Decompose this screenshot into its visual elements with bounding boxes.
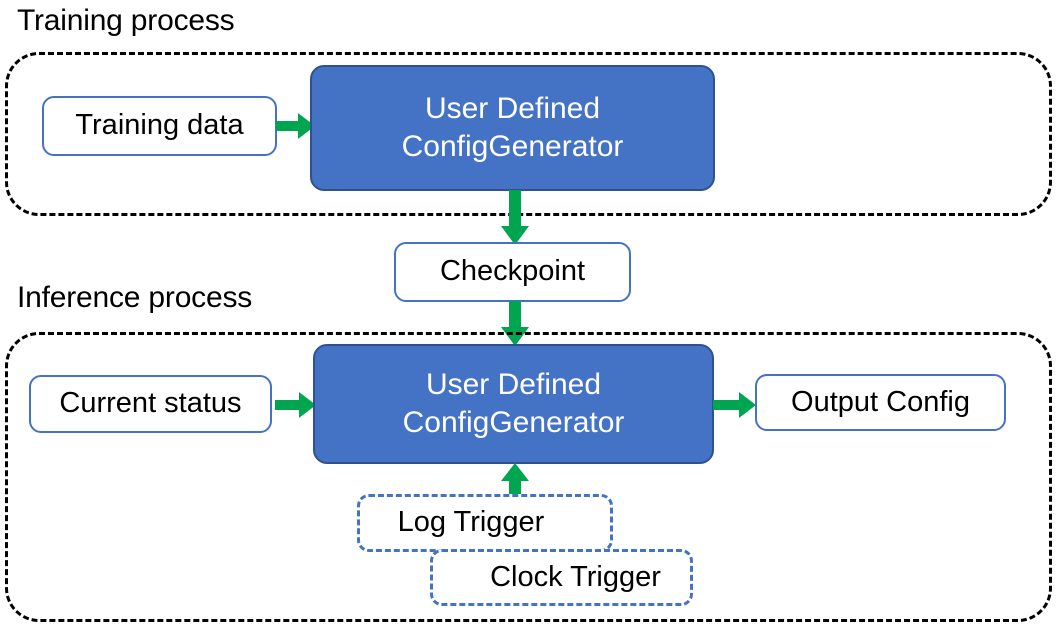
output-config-node[interactable]: Output Config — [755, 374, 1006, 431]
clock-trigger-node[interactable]: Clock Trigger — [430, 549, 693, 606]
inference-process-label: Inference process — [17, 281, 253, 314]
current-status-label: Current status — [59, 387, 242, 420]
training-data-node[interactable]: Training data — [42, 96, 277, 156]
output-config-label: Output Config — [791, 385, 970, 418]
log-trigger-label: Log Trigger — [397, 506, 545, 539]
current-status-node[interactable]: Current status — [29, 375, 272, 433]
training-config-generator-node[interactable]: User Defined ConfigGenerator — [310, 65, 715, 191]
training-generator-line2: ConfigGenerator — [401, 130, 624, 163]
training-generator-line1: User Defined — [424, 91, 601, 125]
clock-trigger-label: Clock Trigger — [490, 560, 661, 593]
inference-process-container — [5, 332, 1052, 622]
log-trigger-node[interactable]: Log Trigger — [357, 494, 613, 552]
training-process-label: Training process — [17, 4, 235, 37]
checkpoint-label: Checkpoint — [439, 255, 586, 288]
inference-config-generator-node[interactable]: User Defined ConfigGenerator — [313, 344, 714, 464]
checkpoint-node[interactable]: Checkpoint — [394, 242, 631, 302]
inference-generator-line2: ConfigGenerator — [402, 406, 625, 439]
training-data-label: Training data — [75, 109, 244, 142]
inference-generator-line1: User Defined — [425, 367, 602, 401]
